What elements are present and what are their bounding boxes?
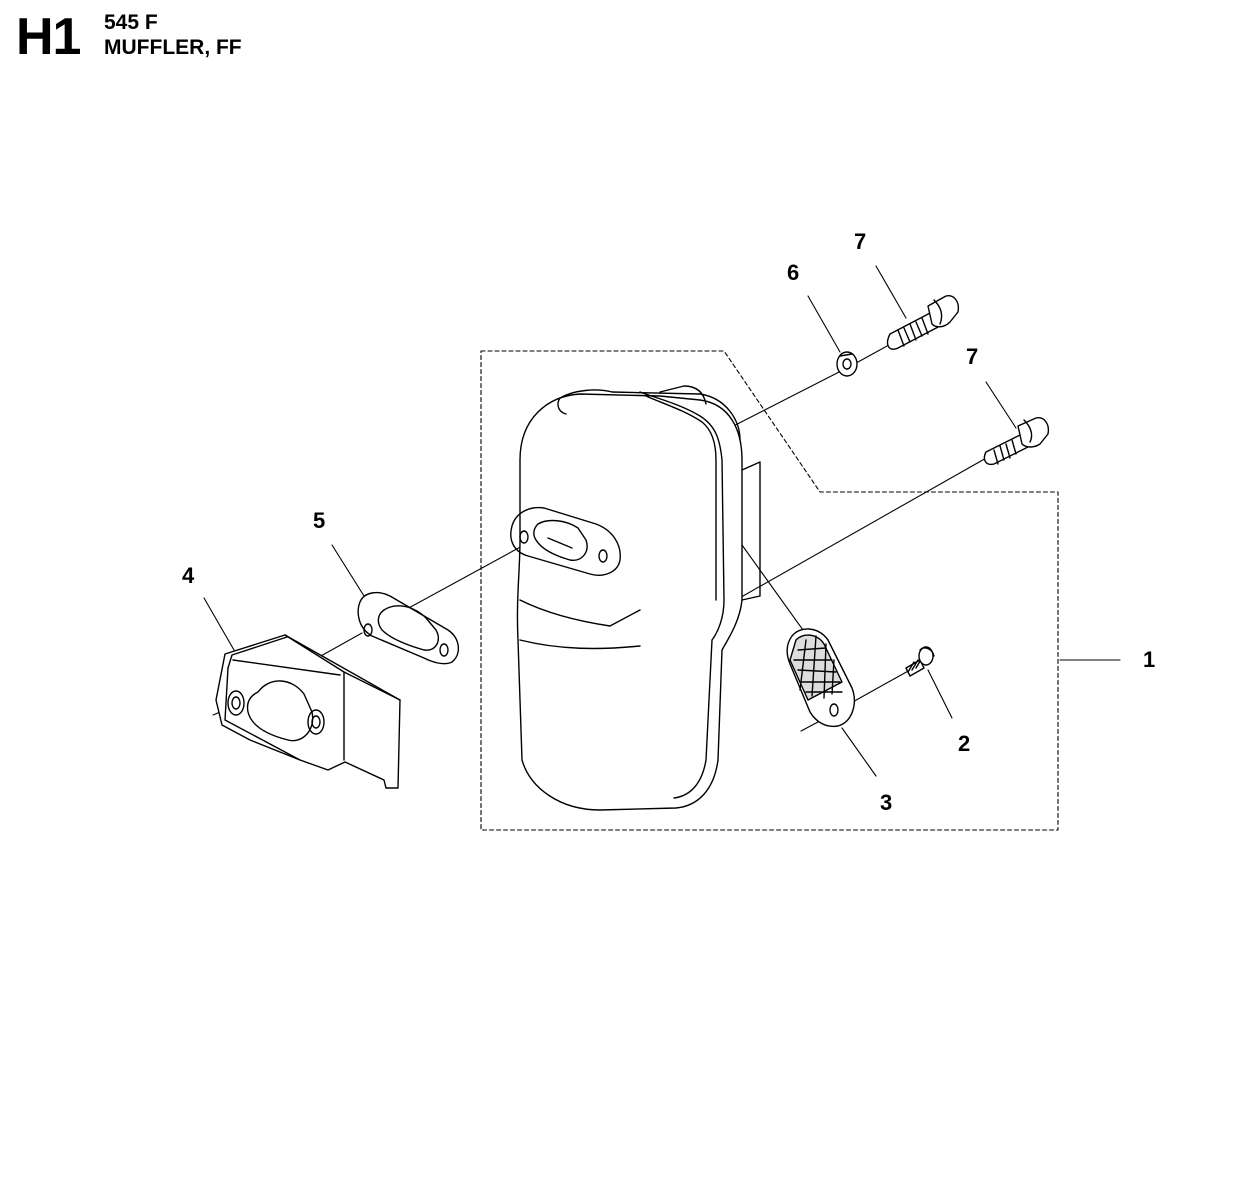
muffler-body <box>510 385 761 811</box>
assembly-boundary <box>480 350 1059 831</box>
callout-6: 6 <box>787 260 799 285</box>
callout-7-lower: 7 <box>966 344 978 369</box>
bolt-lower <box>983 417 1050 466</box>
leader-4 <box>203 597 235 651</box>
callout-1: 1 <box>1143 647 1155 672</box>
leader-7b <box>985 381 1017 429</box>
callout-4: 4 <box>182 563 195 588</box>
model-label: 545 F <box>104 11 158 34</box>
muffler-bracket <box>215 634 401 789</box>
leader-3 <box>841 727 877 777</box>
leader-6 <box>807 295 841 353</box>
leader-lines <box>203 265 1121 777</box>
leader-2 <box>927 669 953 719</box>
muffler-gasket <box>357 591 459 665</box>
section-code: H1 <box>16 8 81 66</box>
bolt-upper <box>886 295 960 350</box>
diagram-title: MUFFLER, FF <box>104 36 242 59</box>
screw-small <box>905 646 935 677</box>
spark-arrestor-screen <box>786 628 856 728</box>
leader-7a <box>875 265 907 319</box>
callout-3: 3 <box>880 790 892 815</box>
washer <box>836 351 858 377</box>
leader-5 <box>331 544 365 597</box>
callout-5: 5 <box>313 508 325 533</box>
callout-2: 2 <box>958 731 970 756</box>
callout-7-upper: 7 <box>854 229 866 254</box>
